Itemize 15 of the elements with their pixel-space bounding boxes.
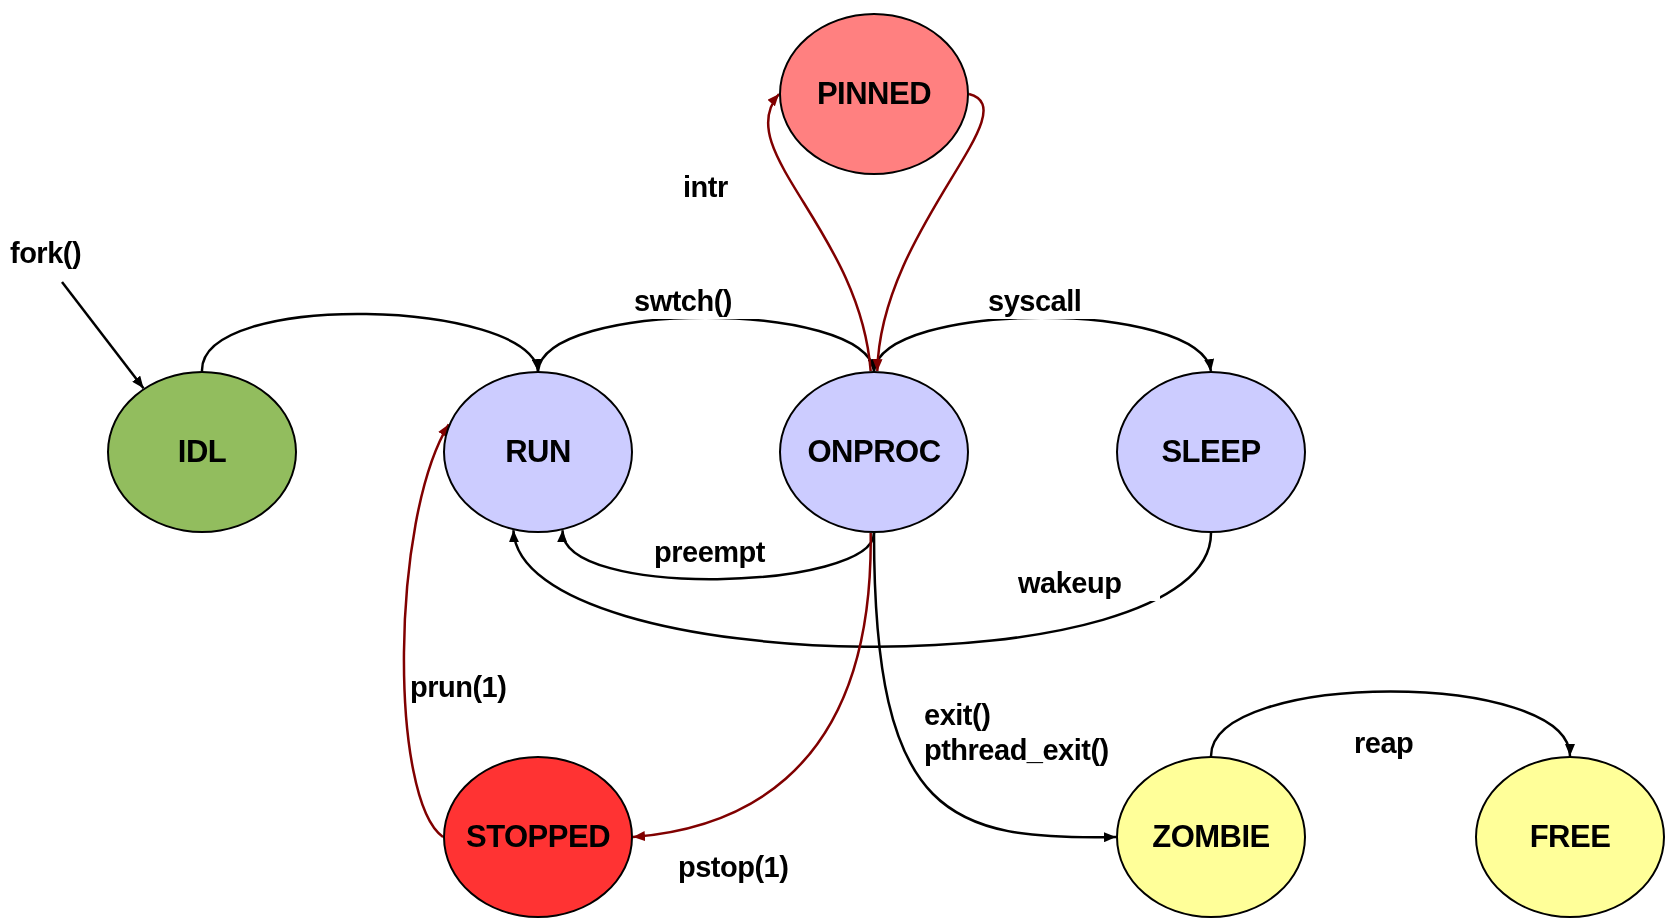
arrow [536, 316, 876, 372]
state-name: ONPROC [807, 434, 941, 470]
state-name: STOPPED [465, 819, 611, 855]
state-name: ZOMBIE [1152, 819, 1270, 855]
arrow [61, 281, 145, 389]
state-name: SLEEP [1161, 434, 1261, 470]
arrow [1209, 690, 1572, 757]
state-name: PINNED [816, 76, 932, 112]
state-name: IDL [177, 434, 227, 470]
arrow [872, 532, 1116, 843]
state-name: RUN [505, 434, 571, 470]
arrow [766, 93, 872, 372]
arrow [200, 312, 540, 372]
state-name: FREE [1529, 819, 1611, 855]
arrow [873, 92, 985, 372]
